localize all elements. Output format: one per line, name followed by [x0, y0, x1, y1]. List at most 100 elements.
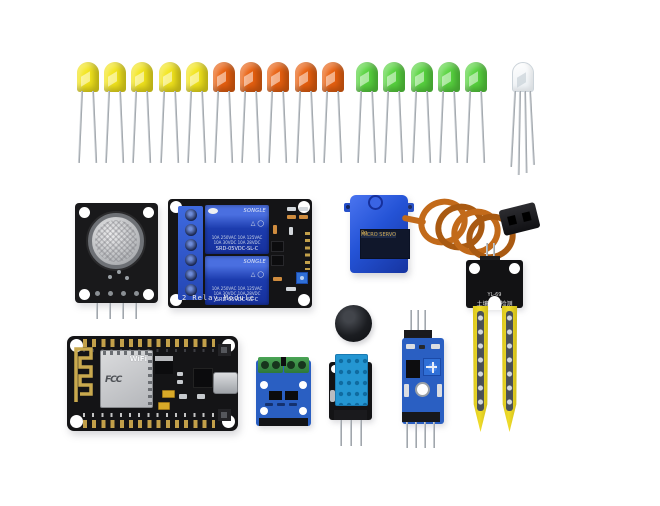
- led-row: [0, 0, 660, 190]
- optocoupler-ic: [271, 255, 284, 266]
- led-rgb-clear: [510, 62, 535, 212]
- header-pin: [417, 310, 419, 334]
- lm393-ic: [406, 360, 420, 378]
- smd-part: [330, 390, 335, 402]
- led-green-3: [410, 62, 433, 212]
- solder-dot: [117, 270, 121, 274]
- pin-pad: [134, 291, 139, 296]
- micro-servo: TowerPro MICRO SERVO 9g: [344, 190, 550, 283]
- pin-header: [334, 410, 367, 420]
- led-green-1: [356, 62, 378, 212]
- pin-pad: [121, 291, 126, 296]
- led-leg: [241, 90, 247, 163]
- gas-sensor-mesh: [88, 213, 144, 269]
- antenna-trace-icon: [74, 347, 93, 402]
- mounting-hole: [415, 382, 430, 397]
- smd-resistor: [299, 215, 308, 219]
- led-leg: [480, 90, 486, 163]
- driver-ic: [285, 391, 298, 400]
- lm393-board: [402, 338, 444, 424]
- mounting-hole: [509, 263, 520, 274]
- header-pin: [135, 303, 137, 319]
- terminal-screw: [185, 254, 197, 266]
- smd-part: [277, 403, 285, 406]
- led-yellow-2-head: [104, 62, 127, 92]
- probe-trace: [477, 311, 484, 411]
- led-leg: [200, 90, 206, 163]
- led-green-3-head: [410, 62, 433, 92]
- probe-trace: [506, 311, 513, 411]
- voltage-regulator-tab: [155, 356, 173, 361]
- led-orange-2: [240, 62, 263, 212]
- smd-resistor: [404, 384, 409, 397]
- led-leg: [228, 90, 234, 163]
- smd-capacitor: [179, 394, 187, 399]
- terminal-screw: [185, 239, 197, 251]
- led-orange-5-head: [321, 62, 344, 92]
- flange-hole: [408, 205, 412, 209]
- led-orange-2-head: [240, 62, 263, 92]
- soil-moisture-probe: YL-69 土壤湿度检测: [466, 240, 526, 450]
- motor-driver-module: [256, 357, 312, 435]
- led-leg: [510, 90, 516, 167]
- dht11-module: [328, 354, 374, 446]
- header-pin: [424, 422, 426, 448]
- led-leg: [425, 90, 431, 163]
- screw-terminal: [258, 357, 283, 373]
- servo-weight-text: 9g: [361, 230, 368, 236]
- led-leg: [295, 90, 301, 163]
- pin-pad: [95, 291, 100, 296]
- terminal-screw: [298, 361, 306, 369]
- servo-model-text: MICRO SERVO: [361, 232, 397, 238]
- led-leg: [173, 90, 179, 163]
- screw-terminal-block: [178, 206, 203, 300]
- mounting-hole: [143, 289, 154, 300]
- pin-header: [404, 330, 432, 340]
- led-orange-3: [267, 62, 290, 212]
- header-pin: [109, 303, 111, 319]
- micro-usb-port: [213, 372, 238, 394]
- pin-header: [259, 418, 308, 426]
- probe-prong-left: [472, 306, 489, 432]
- relay-model-text: SRD-05VDC-SL-C: [215, 297, 259, 303]
- led-leg: [356, 90, 362, 163]
- led-orange-4: [294, 62, 317, 212]
- led-yellow-4: [158, 62, 181, 212]
- pin-label-silkscreen: [83, 413, 215, 417]
- qc-sticker: [208, 208, 218, 214]
- lm393-sensor-module: [400, 310, 448, 452]
- led-yellow-4-head: [158, 62, 181, 92]
- piezo-buzzer: [335, 305, 372, 342]
- led-leg: [309, 90, 315, 163]
- led-leg: [411, 90, 417, 163]
- header-pin: [406, 422, 408, 448]
- led-green-5-head: [465, 62, 488, 92]
- led-leg: [438, 90, 444, 163]
- led-leg: [466, 90, 472, 163]
- led-leg: [159, 90, 165, 163]
- smd-resistor: [289, 227, 293, 235]
- usb-uart-chip: [193, 368, 213, 388]
- flange-hole: [346, 205, 350, 209]
- header-pin: [415, 422, 417, 448]
- terminal-screw: [185, 284, 197, 296]
- led-leg: [186, 90, 192, 163]
- terminal-screw: [272, 361, 280, 369]
- pin-pad: [108, 291, 113, 296]
- led-green-5: [465, 62, 488, 212]
- header-pin: [360, 420, 362, 446]
- led-leg: [371, 90, 377, 163]
- smd-resistor: [299, 207, 308, 211]
- led-yellow-1-head: [77, 62, 99, 92]
- probe-prong-right: [501, 306, 518, 432]
- relay-brand-text: SONGLE: [243, 208, 266, 214]
- dht11-sensor-block: [335, 354, 368, 406]
- pin-header: [305, 232, 310, 270]
- led-yellow-5-head: [185, 62, 208, 92]
- led-leg: [384, 90, 390, 163]
- led-orange-3-head: [267, 62, 290, 92]
- led-green-4: [437, 62, 460, 212]
- terminal-screw: [287, 361, 295, 369]
